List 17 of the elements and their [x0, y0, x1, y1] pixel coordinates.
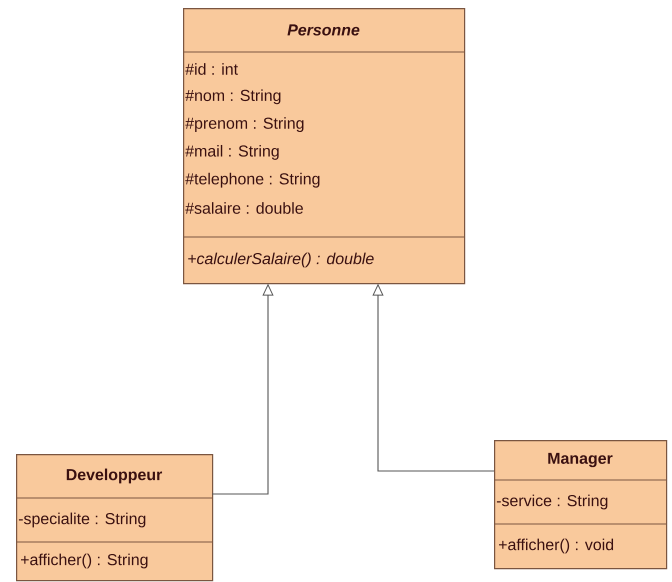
method-text: +afficher() : void [498, 538, 614, 554]
class-name: Manager [548, 452, 613, 468]
attribute-text: #id : int [185, 63, 238, 75]
attribute-text: -specialite : String [18, 512, 146, 528]
method-text: +calculerSalaire() : double [188, 252, 374, 268]
class-box [182, 8, 466, 284]
class-box [494, 440, 668, 570]
attribute-text: #telephone : String [185, 172, 320, 188]
class-name: Developpeur [66, 468, 162, 484]
attribute-text: #mail : String [185, 144, 279, 160]
attribute-text: #prenom : String [185, 117, 304, 132]
attribute-text: #nom : String [185, 89, 280, 104]
class-name: Personne [287, 24, 360, 36]
attribute-text: -service : String [496, 494, 608, 510]
class-box [16, 454, 214, 582]
attribute-text: #salaire : double [185, 202, 303, 214]
method-text: +afficher() : String [21, 554, 148, 568]
